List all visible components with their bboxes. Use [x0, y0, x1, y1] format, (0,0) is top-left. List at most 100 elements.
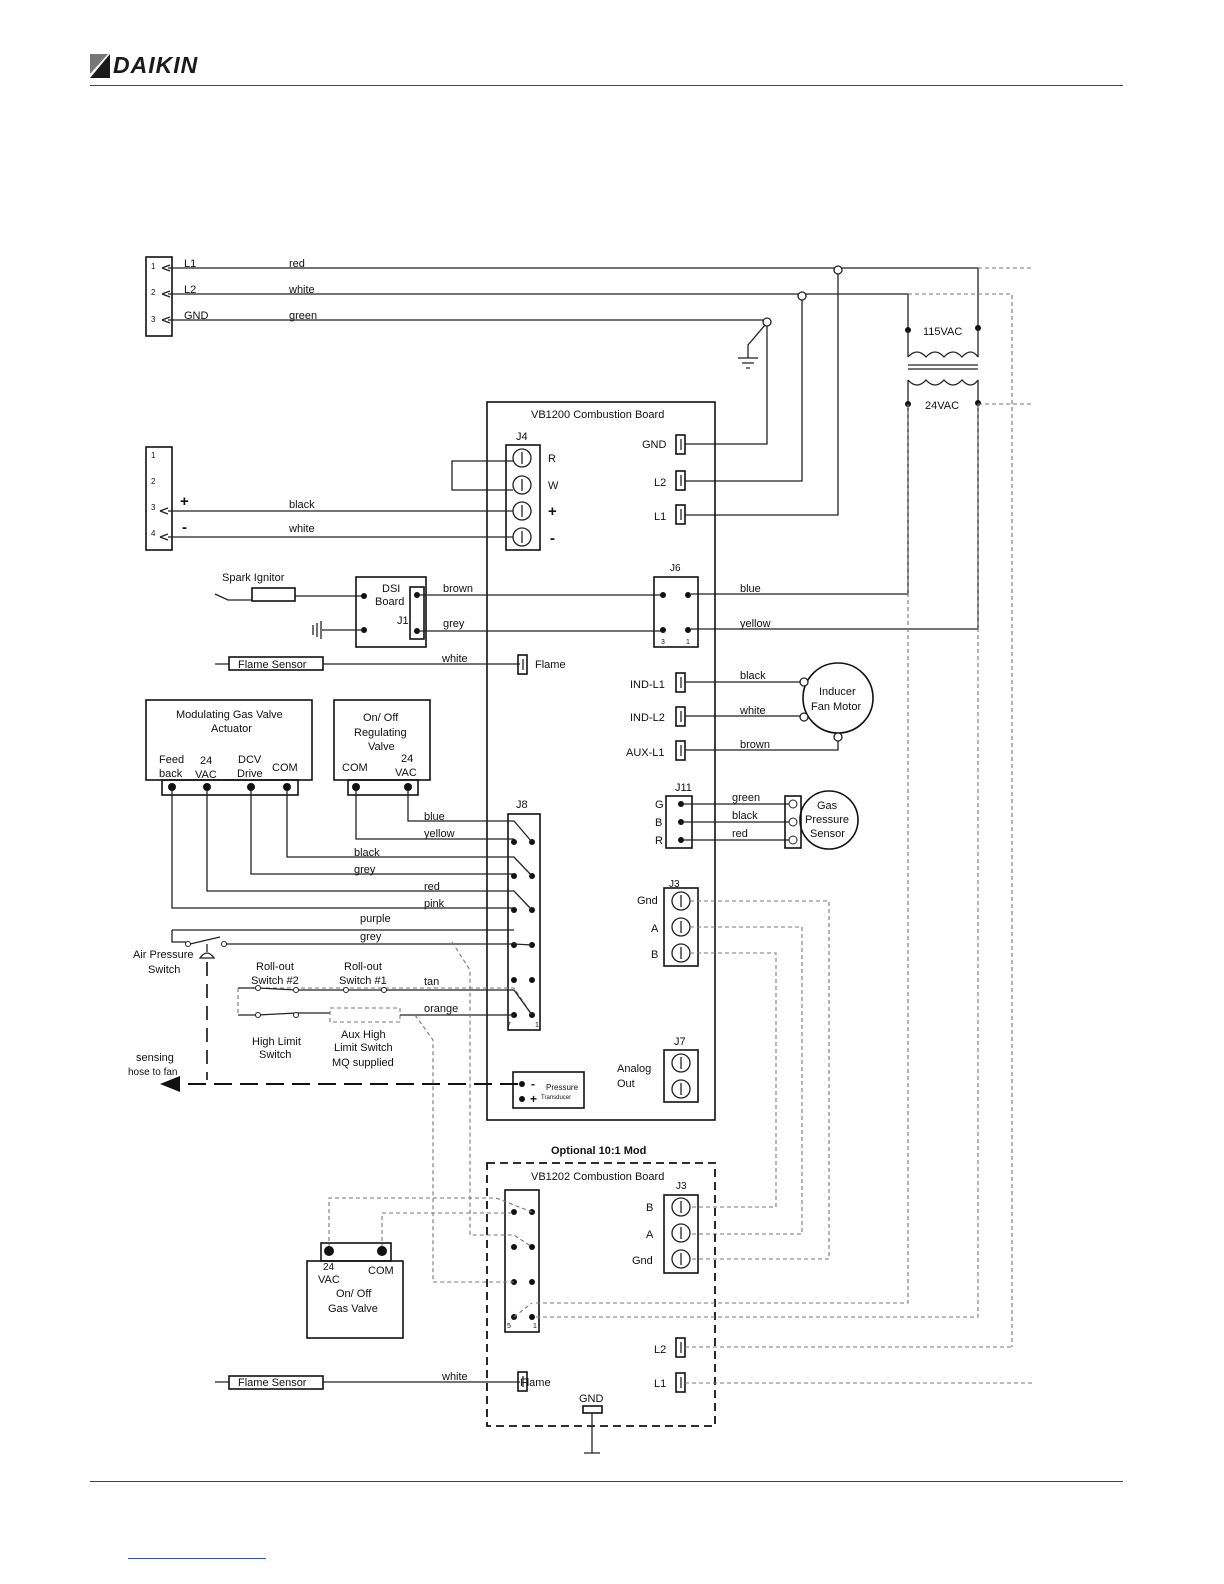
board-l1: L1 — [654, 511, 666, 523]
r-w-jumper — [451, 460, 513, 491]
diagram-label: black — [732, 810, 758, 822]
diagram-label: L1 — [654, 1378, 666, 1390]
diagram-label: Gnd — [637, 895, 658, 907]
diagram-label: Pressure — [805, 814, 849, 826]
j4-label: J4 — [516, 431, 528, 443]
j8-label: J8 — [516, 799, 528, 811]
dsi-board — [355, 576, 427, 648]
diagram-label: 24 — [401, 753, 413, 765]
air-pressure-switch-icon — [171, 930, 533, 946]
l1-wire-color: red — [289, 258, 305, 270]
diagram-label: grey — [354, 864, 376, 876]
spark-ignitor-icon — [214, 587, 364, 602]
diagram-label: white — [441, 1371, 468, 1383]
thermo-black: black — [289, 499, 315, 511]
j6-yellow: yellow — [740, 618, 771, 630]
vb1200-title: VB1200 Combustion Board — [531, 409, 664, 421]
thermo-white: white — [288, 523, 315, 535]
diagram-label: Out — [617, 1078, 635, 1090]
j4-minus: - — [550, 530, 555, 547]
diagram-label: back — [159, 768, 183, 780]
diagram-label: AUX-L1 — [626, 747, 665, 759]
diagram-label: Analog — [617, 1063, 651, 1075]
l2-wire-color: white — [288, 284, 315, 296]
diagram-label: blue — [424, 811, 445, 823]
diagram-label: COM — [368, 1265, 394, 1277]
j7-analog-out — [663, 1049, 699, 1103]
flame-terminal: Flame — [535, 659, 566, 671]
gnd-label: GND — [184, 310, 209, 322]
brand-name: DAIKIN — [113, 52, 199, 78]
dsi-brown: brown — [443, 583, 473, 595]
j4-terminals — [512, 448, 532, 547]
diagram-label: orange — [424, 1003, 458, 1015]
diagram-label: VAC — [395, 767, 417, 779]
diagram-label: Pressure — [546, 1083, 579, 1092]
vb1202-connector — [504, 1189, 540, 1333]
spark-ignitor-label: Spark Ignitor — [222, 572, 285, 584]
footer-rule — [90, 1481, 1123, 1482]
diagram-label: Gas — [817, 800, 838, 812]
diagram-label: Limit Switch — [334, 1042, 393, 1054]
diagram-label: Board — [375, 596, 404, 608]
diagram-label: High Limit — [252, 1036, 301, 1048]
diagram-label: B — [655, 817, 662, 829]
diagram-label: 5 — [507, 1323, 511, 1330]
vb1200-board — [486, 401, 716, 1121]
diagram-label: Gnd — [632, 1255, 653, 1267]
diagram-label: pink — [424, 898, 445, 910]
board-l2: L2 — [654, 477, 666, 489]
diagram-label: COM — [342, 762, 368, 774]
dsi-grey: grey — [443, 618, 465, 630]
secondary-voltage: 24VAC — [925, 400, 959, 412]
diagram-label: VAC — [318, 1274, 340, 1286]
diagram-label: G — [655, 799, 664, 811]
vb1202-board — [486, 1162, 716, 1427]
inducer-fan-motor — [802, 662, 874, 734]
diagram-label: Flame Sensor — [238, 1377, 307, 1389]
diagram-label: grey — [360, 931, 382, 943]
diagram-label: purple — [360, 913, 391, 925]
j4-r: R — [548, 453, 556, 465]
xfmr-blue-wire — [691, 404, 909, 595]
diagram-label: R — [655, 835, 663, 847]
diagram-label: L2 — [654, 1344, 666, 1356]
diagram-label: + — [530, 1092, 537, 1106]
diagram-label: 7 — [507, 1022, 511, 1029]
gnd-wire-color: green — [289, 310, 317, 322]
diagram-label: green — [732, 792, 760, 804]
diagram-label: 24 — [323, 1262, 335, 1273]
diagram-label: Roll-out — [256, 961, 294, 973]
primary-voltage: 115VAC — [923, 326, 962, 338]
diagram-label: Transducer — [541, 1095, 571, 1101]
footer-link-underline — [128, 1558, 266, 1559]
vb1202-flame: Flame — [520, 1377, 551, 1389]
thermo-minus: - — [182, 519, 187, 536]
j11-label: J11 — [675, 782, 692, 794]
diagram-label: Aux High — [341, 1029, 386, 1041]
diagram-label: brown — [740, 739, 770, 751]
diagram-label: Actuator — [211, 723, 252, 735]
diagram-label: On/ Off — [363, 712, 399, 724]
l2-dashed — [908, 293, 1013, 1347]
vb1202-gnd: GND — [579, 1393, 604, 1405]
j8-connector — [507, 813, 541, 1031]
diagram-label: B — [646, 1202, 653, 1214]
j6-connector — [653, 576, 699, 648]
pressure-transducer — [512, 1071, 585, 1109]
diagram-label: A — [646, 1229, 654, 1241]
flame-wire-color: white — [441, 653, 468, 665]
header-rule — [90, 85, 1123, 86]
diagram-label: 1 — [151, 262, 156, 271]
j7-label: J7 — [674, 1036, 686, 1048]
diagram-label: black — [354, 847, 380, 859]
arrow-left-icon — [160, 1076, 180, 1092]
gnd-drop — [685, 326, 768, 445]
optional-title: Optional 10:1 Mod — [551, 1145, 646, 1157]
xfmr-yellow-wire — [691, 403, 979, 630]
j3-label: J3 — [669, 879, 680, 890]
diagram-label: Valve — [368, 741, 395, 753]
diagram-label: yellow — [424, 828, 455, 840]
